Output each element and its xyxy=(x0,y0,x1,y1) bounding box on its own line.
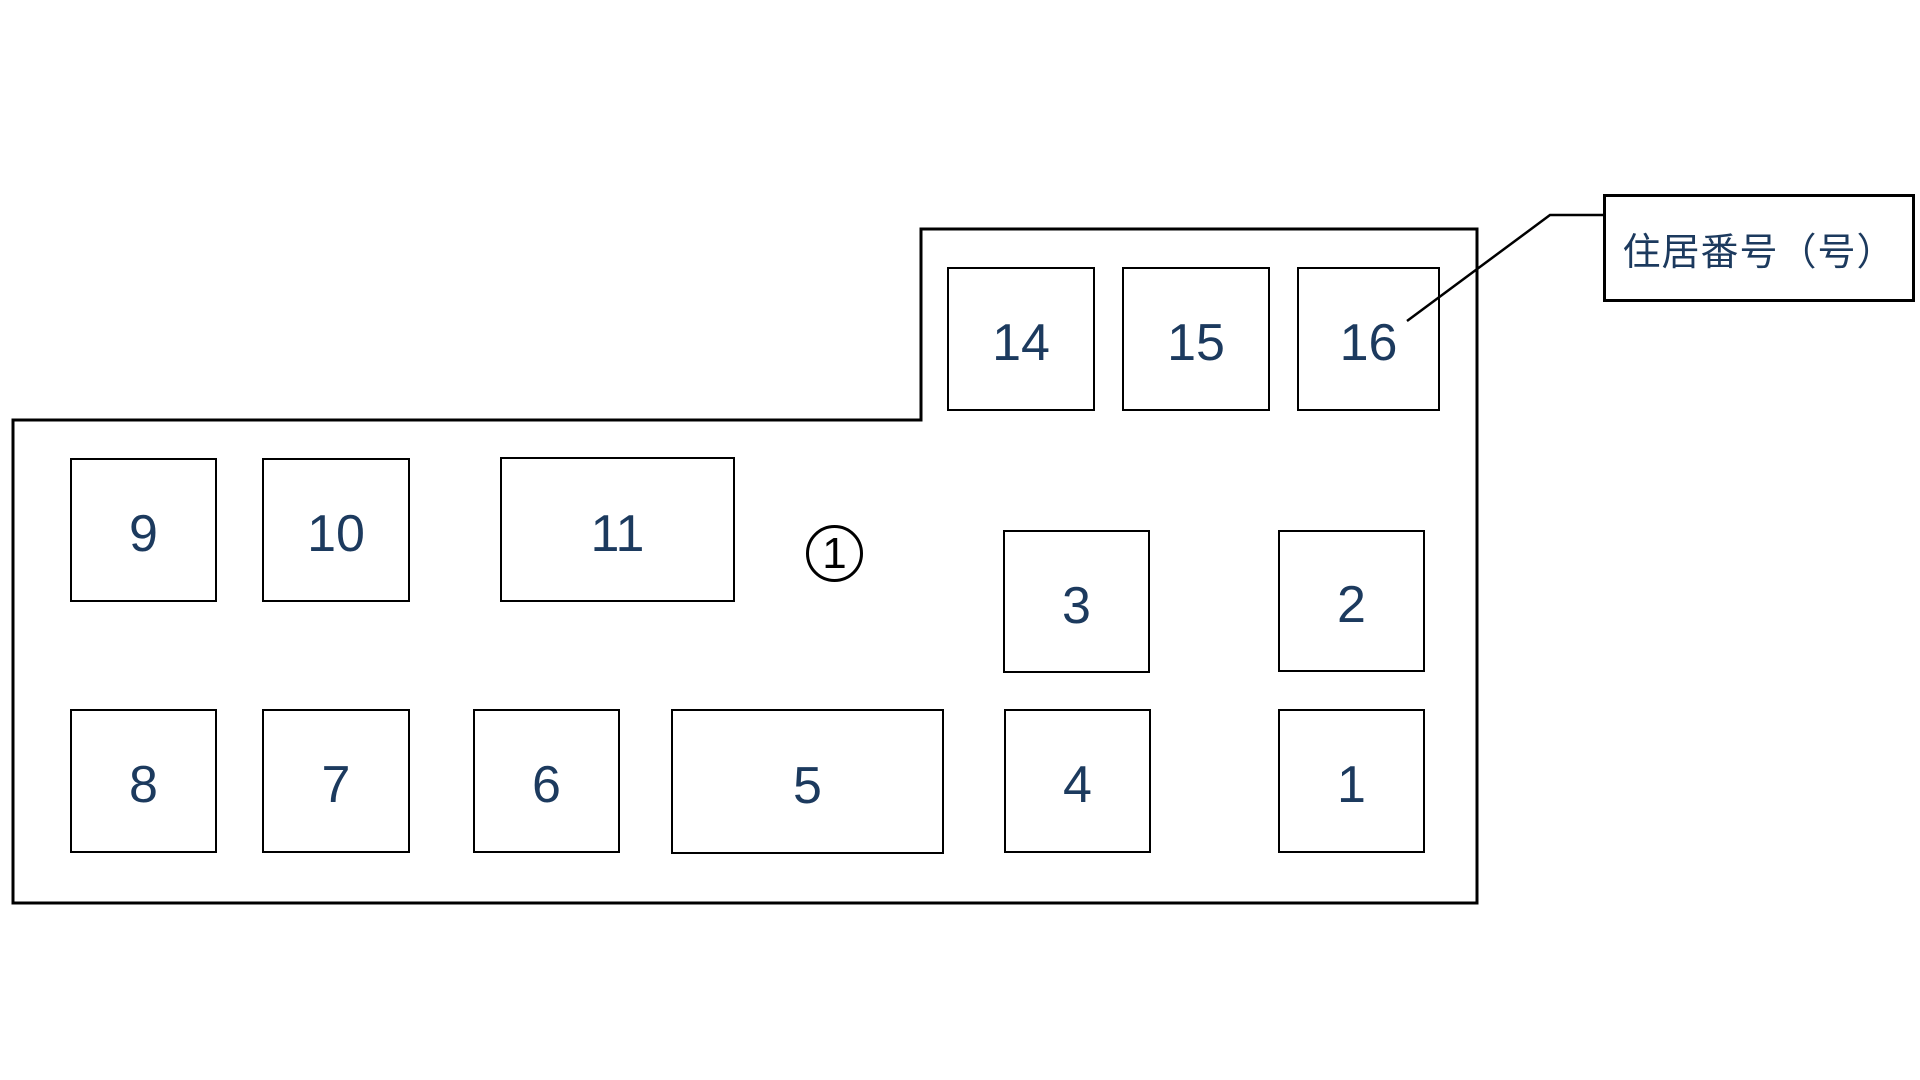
unit-box-2: 2 xyxy=(1278,530,1425,672)
block-number-circle-marker: 1 xyxy=(806,525,863,582)
unit-box-10: 10 xyxy=(262,458,410,602)
unit-box-16: 16 xyxy=(1297,267,1440,411)
unit-box-3: 3 xyxy=(1003,530,1150,673)
unit-box-15: 15 xyxy=(1122,267,1270,411)
unit-box-4: 4 xyxy=(1004,709,1151,853)
unit-box-1: 1 xyxy=(1278,709,1425,853)
residence-number-callout-label: 住居番号（号） xyxy=(1603,194,1915,302)
unit-box-8: 8 xyxy=(70,709,217,853)
unit-box-9: 9 xyxy=(70,458,217,602)
unit-box-11: 11 xyxy=(500,457,735,602)
unit-box-6: 6 xyxy=(473,709,620,853)
unit-box-7: 7 xyxy=(262,709,410,853)
unit-box-14: 14 xyxy=(947,267,1095,411)
unit-box-5: 5 xyxy=(671,709,944,854)
